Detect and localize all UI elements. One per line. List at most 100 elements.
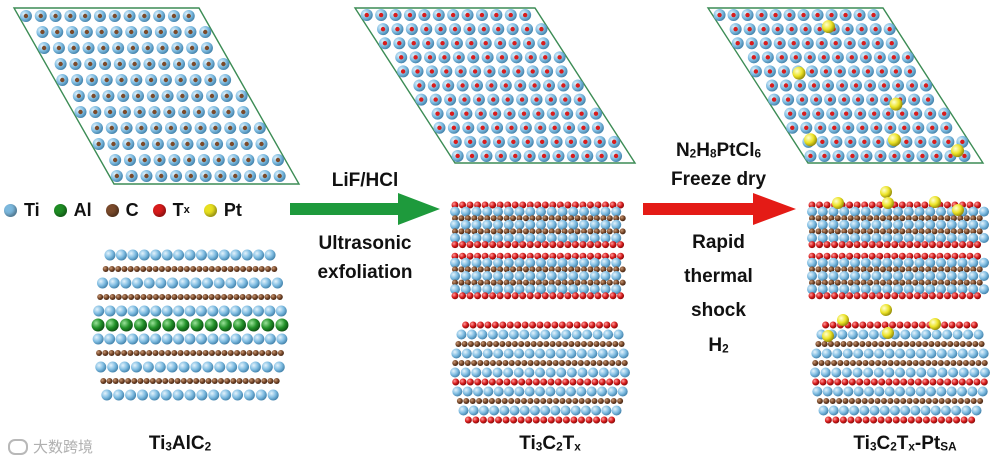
c-atom [847, 215, 854, 222]
ti-atom [267, 389, 279, 401]
c-atom [221, 266, 228, 272]
tx-atom [526, 41, 532, 46]
step2-thermal: thermal [684, 266, 753, 287]
tx-atom [790, 125, 795, 130]
tx-atom [916, 125, 921, 130]
c-atom [159, 294, 166, 300]
c-atom [127, 157, 133, 163]
c-atom [196, 294, 203, 300]
ti-atom [456, 329, 467, 340]
c-atom [139, 350, 146, 356]
tx-atom [855, 97, 861, 102]
tx-atom [911, 97, 917, 102]
c-atom [121, 93, 126, 99]
tx-atom [824, 416, 832, 424]
ti-atom [450, 257, 460, 268]
ti-atom [450, 233, 460, 243]
c-atom [860, 266, 867, 273]
c-atom [912, 215, 919, 222]
c-atom [202, 350, 209, 356]
ti-atom [600, 233, 611, 243]
ti-atom [968, 233, 979, 243]
c-atom [918, 266, 925, 273]
ti-atom [536, 257, 546, 268]
tx-atom [458, 69, 463, 74]
ti-atom [832, 348, 843, 359]
c-atom [213, 125, 218, 131]
tx-atom [868, 241, 876, 249]
ti-atom [241, 249, 253, 261]
c-atom [208, 266, 215, 272]
ti-atom [566, 367, 577, 378]
c-atom [89, 77, 95, 83]
ti-atom [555, 386, 566, 397]
ti-atom [115, 249, 127, 261]
ti-atom [849, 405, 860, 416]
ti-atom [503, 284, 514, 295]
c-atom [912, 266, 919, 273]
tx-atom [462, 97, 467, 102]
tx-atom [966, 241, 974, 249]
c-atom [88, 61, 93, 67]
tx-atom [562, 378, 570, 386]
c-atom [966, 341, 973, 347]
c-atom [879, 228, 886, 235]
c-atom [458, 266, 465, 273]
c-atom [134, 77, 139, 83]
c-atom [931, 215, 938, 222]
ti-atom [207, 333, 219, 345]
ti-atom [910, 329, 921, 340]
tx-atom [930, 416, 938, 424]
tx-atom [717, 12, 722, 18]
c-atom [168, 125, 174, 131]
ti-atom [937, 367, 948, 378]
ti-atom [213, 277, 225, 289]
c-atom [152, 109, 157, 115]
tx-atom [599, 153, 604, 159]
c-atom [152, 266, 159, 272]
ti-atom [979, 206, 989, 217]
ti-atom [925, 257, 936, 268]
tx-atom [435, 111, 440, 116]
c-atom [953, 341, 960, 347]
ti-atom [860, 233, 871, 243]
ti-atom [592, 329, 603, 340]
ti-atom [968, 219, 979, 230]
tx-atom [876, 139, 881, 145]
ti-atom [514, 206, 525, 217]
tx-atom [611, 139, 617, 145]
top-view-lattice [706, 7, 985, 164]
ti-atom [101, 389, 113, 401]
c-atom [214, 294, 221, 300]
tx-atom [959, 252, 966, 260]
c-atom [493, 341, 500, 347]
tx-atom [555, 416, 563, 424]
top-view-lattice [12, 7, 301, 185]
ti-atom [535, 386, 545, 397]
tx-atom [834, 139, 839, 145]
c-atom [190, 294, 197, 300]
c-atom [146, 266, 153, 272]
c-atom [484, 228, 491, 235]
tx-atom [512, 41, 517, 46]
ti-atom [853, 348, 864, 359]
ti-atom [957, 271, 968, 281]
pt-c: C [876, 433, 891, 454]
c-atom [609, 360, 616, 366]
ti-atom [930, 405, 941, 416]
c-atom [214, 141, 220, 147]
ti-atom [482, 348, 493, 359]
tx-atom [906, 241, 914, 249]
c-atom [516, 228, 523, 235]
tx-atom [395, 26, 400, 32]
tx-atom [594, 292, 602, 300]
ti-atom [557, 233, 568, 243]
c-atom [244, 141, 249, 147]
c-atom [823, 398, 830, 404]
tx-atom [883, 292, 891, 300]
c-atom [529, 215, 536, 222]
c-atom [940, 341, 947, 347]
c-atom [162, 378, 169, 384]
c-atom [501, 398, 508, 404]
ti-atom [125, 389, 137, 401]
